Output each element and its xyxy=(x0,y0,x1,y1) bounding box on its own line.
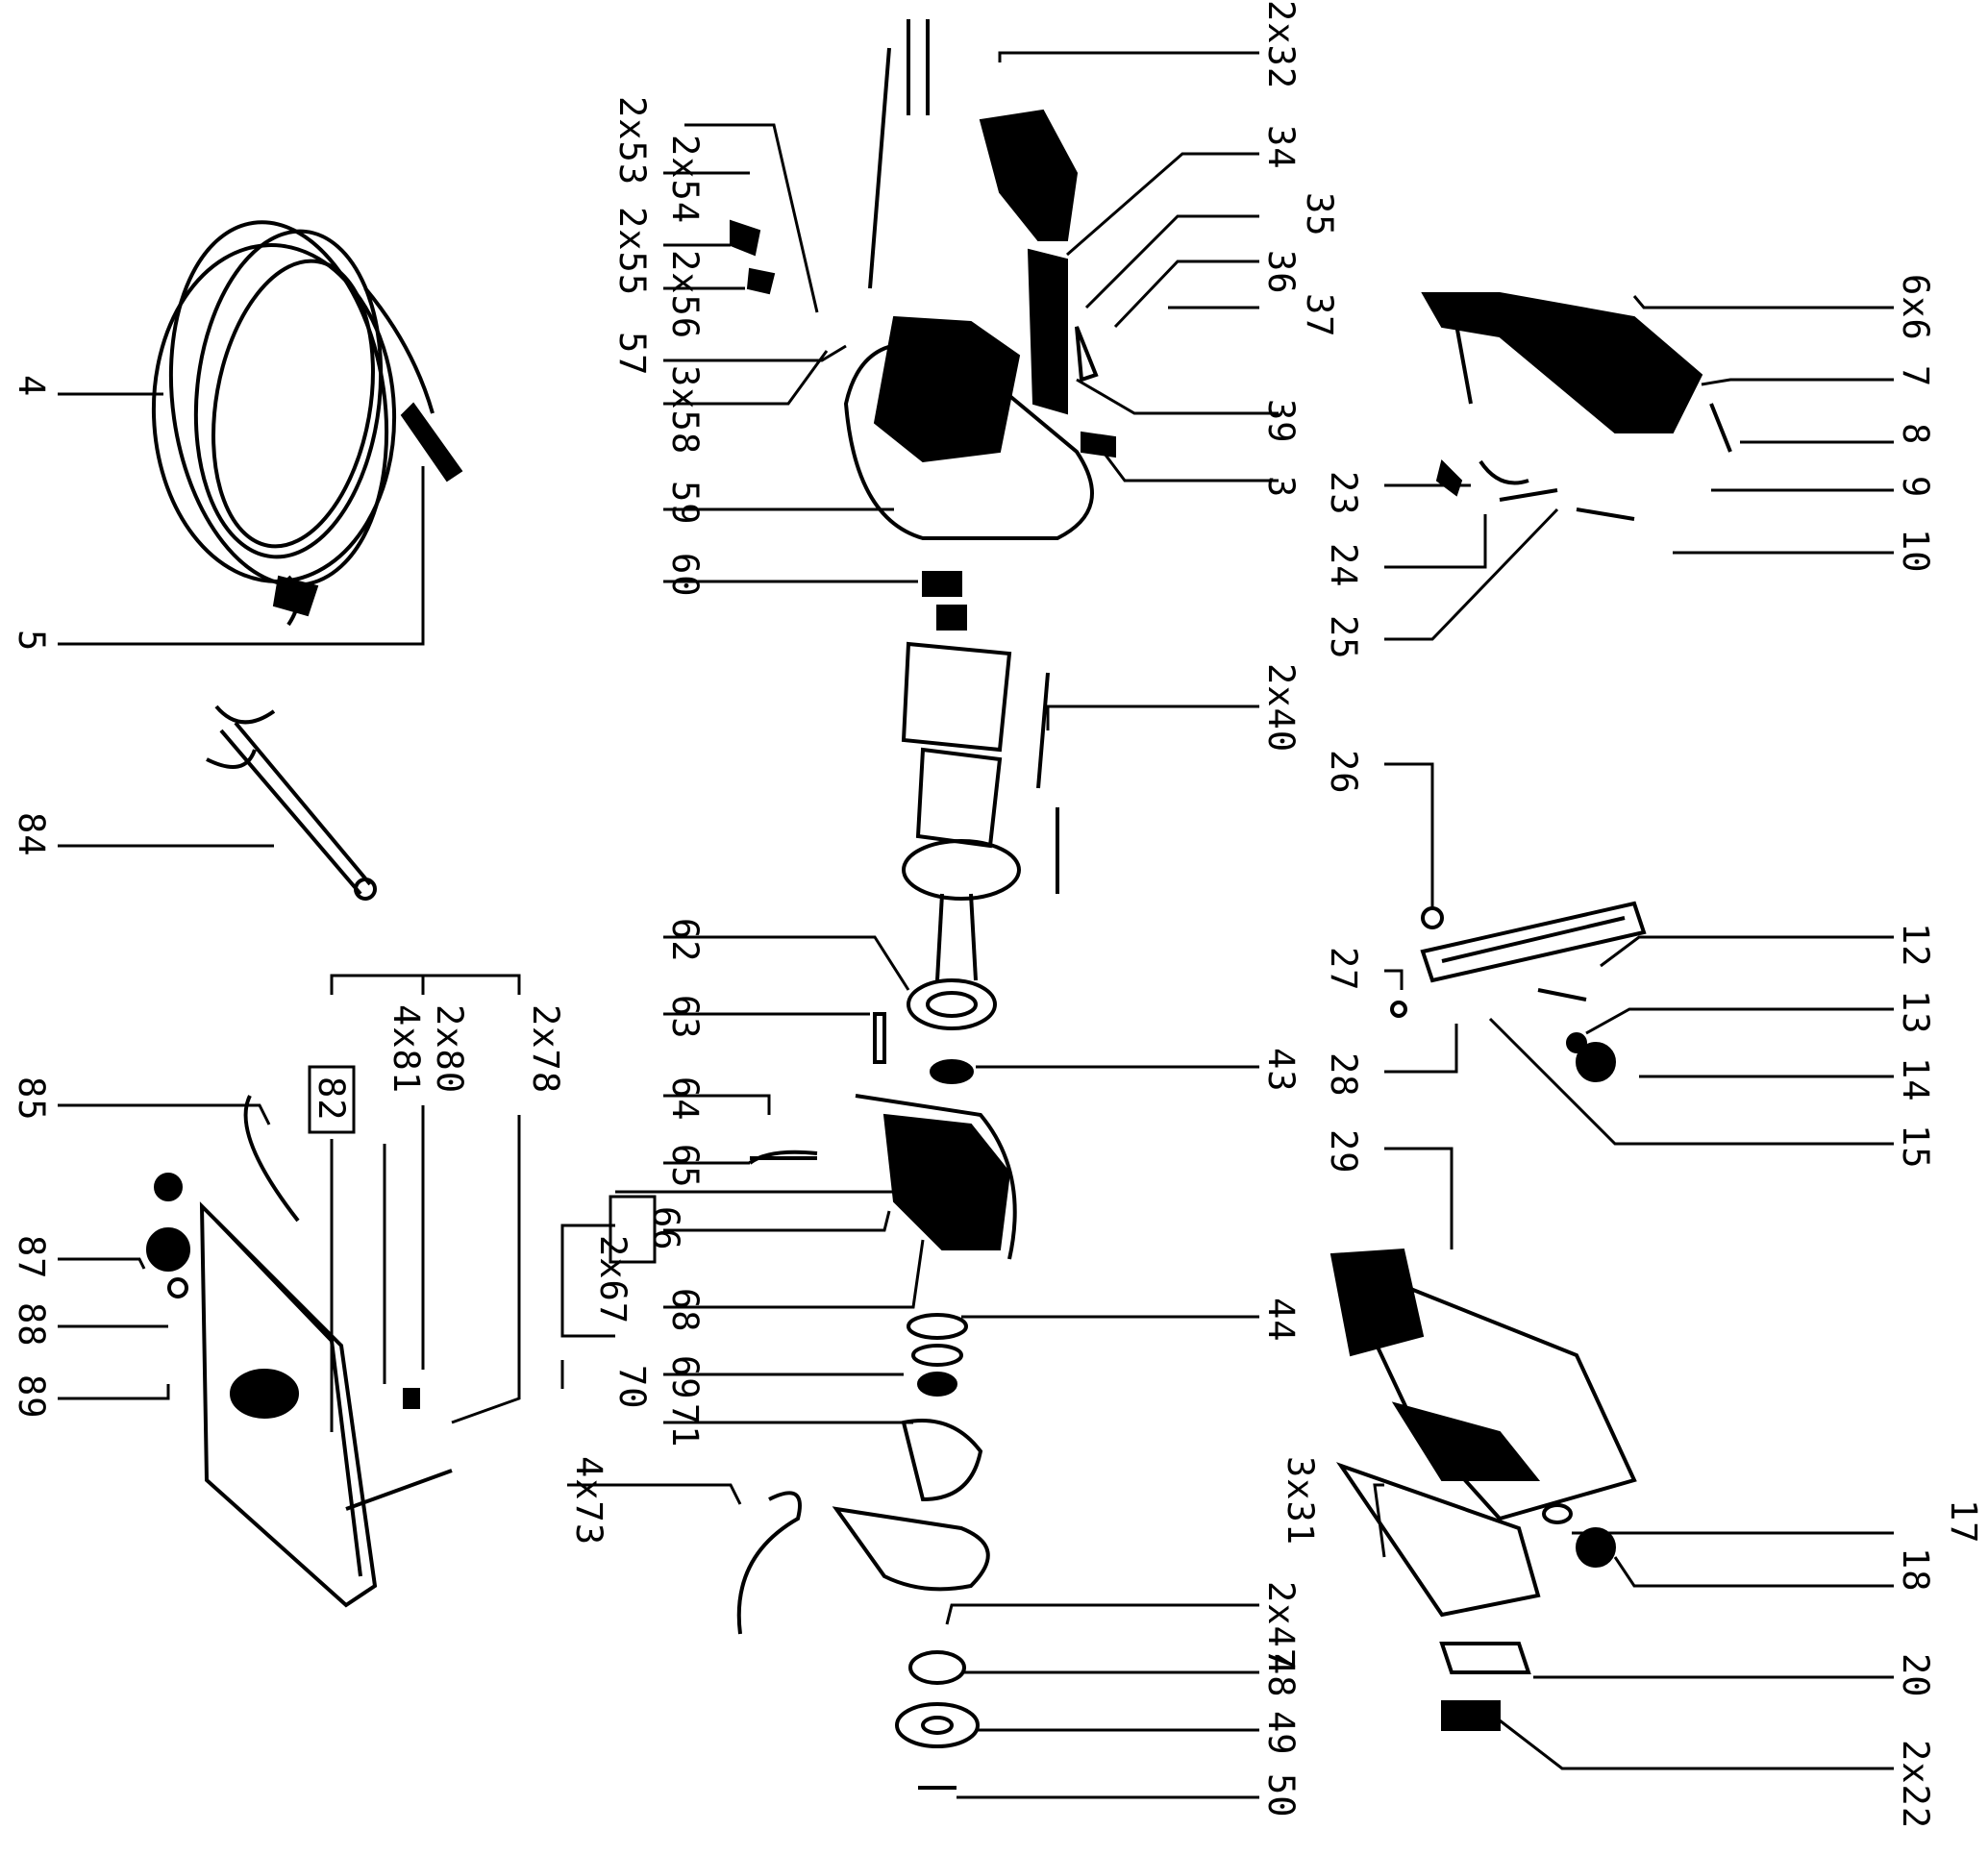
callout-label: 60 xyxy=(664,553,706,598)
motor-housing-illustration xyxy=(730,19,1116,631)
callout-label: 50 xyxy=(1260,1773,1302,1818)
callout-label: 3 xyxy=(1260,476,1302,498)
callout-label: 37 xyxy=(1299,293,1340,338)
callout-label: 12 xyxy=(1895,923,1936,968)
callout-labels: 2x32 34 35 36 37 39 3 2x54 2x53 2x55 2x5… xyxy=(11,0,1984,1829)
callout-label: 64 xyxy=(664,1076,706,1122)
callout-label: 57 xyxy=(611,332,653,377)
guard-frame-illustration xyxy=(1421,292,1732,521)
callout-label: 43 xyxy=(1260,1048,1302,1093)
callout-label: 23 xyxy=(1323,471,1364,516)
callout-label: 13 xyxy=(1895,990,1936,1035)
callout-label: 48 xyxy=(1260,1653,1302,1698)
callout-label: 2x22 xyxy=(1895,1740,1936,1829)
callout-label: 44 xyxy=(1260,1298,1302,1343)
callout-label: 2x47 xyxy=(1260,1581,1302,1670)
box-66 xyxy=(609,1195,657,1264)
callout-label: 35 xyxy=(1299,192,1340,237)
callout-label: 82 xyxy=(311,1076,352,1122)
callout-label: 7 xyxy=(1895,365,1936,387)
callout-label: 59 xyxy=(664,481,706,526)
label-boxes xyxy=(308,1065,657,1264)
callout-label: 25 xyxy=(1323,615,1364,660)
blade-guard-illustration xyxy=(1329,1248,1637,1731)
callout-label: 27 xyxy=(1323,947,1364,992)
callout-label: 20 xyxy=(1895,1653,1936,1698)
callout-label: 63 xyxy=(664,995,706,1040)
box-82 xyxy=(308,1065,356,1134)
callout-label: 2x55 xyxy=(611,207,653,296)
power-cord-illustration xyxy=(151,220,463,627)
callout-label: 88 xyxy=(11,1302,52,1348)
callout-label: 29 xyxy=(1323,1129,1364,1175)
callout-label: 18 xyxy=(1895,1547,1936,1593)
slotted-bracket-illustration xyxy=(1390,901,1647,1082)
blade-flange-illustration xyxy=(736,1491,990,1790)
callout-label: 68 xyxy=(664,1288,706,1333)
callout-label: 17 xyxy=(1943,1499,1984,1545)
spanner-wrench-illustration xyxy=(206,705,377,901)
armature-illustration xyxy=(901,641,1059,981)
callout-label: 2x54 xyxy=(664,135,706,224)
callout-label: 26 xyxy=(1323,750,1364,795)
callout-label: 2x32 xyxy=(1260,0,1302,89)
callout-label: 28 xyxy=(1323,1052,1364,1098)
callout-label: 3x58 xyxy=(664,365,706,455)
callout-label: 84 xyxy=(11,812,52,857)
callout-label: 2x40 xyxy=(1260,663,1302,753)
callout-label: 4x73 xyxy=(568,1456,609,1546)
fan-illustration xyxy=(873,978,997,1084)
leader-lines xyxy=(58,51,1894,1799)
callout-label: 2x53 xyxy=(611,96,653,186)
callout-label: 5 xyxy=(11,630,52,652)
callout-label: 8 xyxy=(1895,423,1936,445)
callout-label: 69 xyxy=(664,1355,706,1400)
callout-label: 66 xyxy=(645,1206,686,1251)
callout-label: 49 xyxy=(1260,1711,1302,1756)
callout-label: 2x80 xyxy=(429,1004,470,1094)
callout-label: 87 xyxy=(11,1235,52,1280)
callout-label: 15 xyxy=(1895,1125,1936,1170)
callout-label: 71 xyxy=(664,1403,706,1448)
callout-label: 39 xyxy=(1260,399,1302,444)
callout-label: 89 xyxy=(11,1374,52,1420)
callout-label: 65 xyxy=(664,1144,706,1189)
gear-housing-illustration xyxy=(748,1094,1017,1502)
callout-label: 10 xyxy=(1895,529,1936,574)
callout-label: 85 xyxy=(11,1076,52,1122)
callout-label: 36 xyxy=(1260,250,1302,295)
callout-label: 4 xyxy=(11,375,52,397)
callout-label: 6x6 xyxy=(1895,274,1936,341)
callout-label: 14 xyxy=(1895,1057,1936,1102)
callout-label: 3x31 xyxy=(1280,1456,1321,1546)
callout-label: 9 xyxy=(1895,476,1936,498)
callout-label: 70 xyxy=(611,1365,653,1410)
callout-label: 34 xyxy=(1260,125,1302,170)
callout-label: 62 xyxy=(664,918,706,963)
callout-label: 2x56 xyxy=(664,250,706,339)
part-drawings xyxy=(146,19,1732,1790)
callout-label: 24 xyxy=(1323,543,1364,588)
base-plate-illustration xyxy=(146,1095,453,1608)
callout-label: 2x67 xyxy=(592,1235,634,1324)
callout-label: 2x78 xyxy=(525,1004,566,1094)
callout-label: 4x81 xyxy=(385,1004,427,1094)
